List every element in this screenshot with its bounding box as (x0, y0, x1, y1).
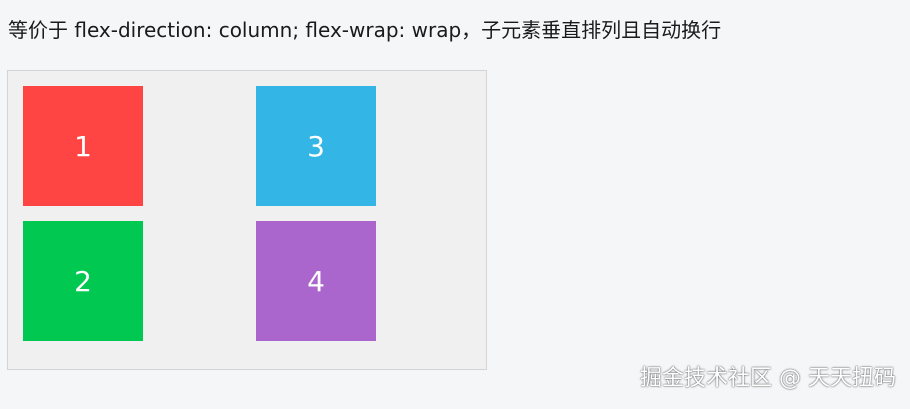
flex-container: 1 2 3 4 (7, 70, 487, 370)
flex-item-4: 4 (256, 221, 376, 341)
caption-text: 等价于 flex-direction: column; flex-wrap: w… (8, 18, 722, 42)
watermark-text: 掘金技术社区 @ 天天扭码 (640, 366, 896, 391)
flex-item-1: 1 (23, 86, 143, 206)
flex-item-2: 2 (23, 221, 143, 341)
flex-item-3: 3 (256, 86, 376, 206)
